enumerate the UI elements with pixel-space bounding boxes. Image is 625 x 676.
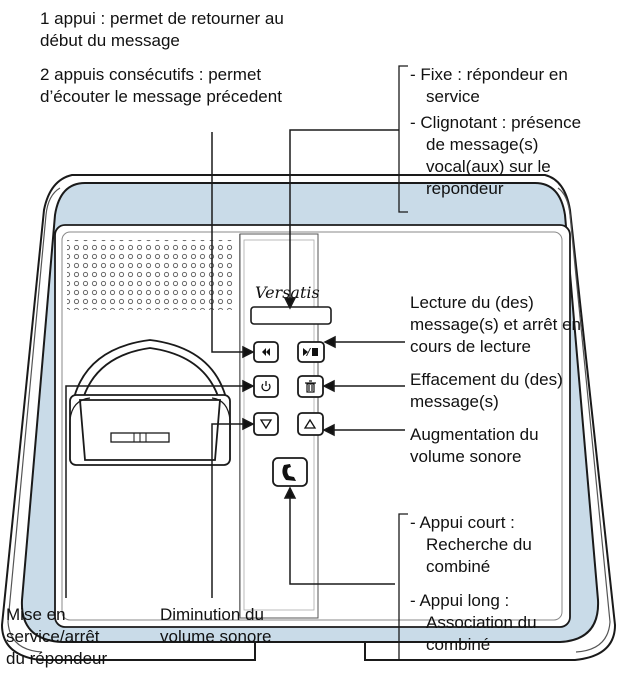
led-note-b4: répondeur [426,179,504,198]
delete-note-l1: Effacement du (des) [410,370,563,389]
volume-down-note-l1: Diminution du [160,605,264,624]
rewind-button[interactable] [253,341,279,363]
onoff-note-l3: du répondeur [6,649,108,668]
triangle-down-icon [259,419,273,430]
triangle-up-icon [303,418,317,429]
play-note-l1: Lecture du (des) [410,293,534,312]
volume-down-button[interactable] [253,412,279,436]
callout-lines [65,129,405,598]
play-note-l2: message(s) et arrêt en [410,315,582,334]
volume-down-note-l2: volume sonore [160,627,272,646]
led-note-a2: service [426,87,480,106]
top-note-line-4: d’écouter le message précedent [40,87,282,106]
play-note-l3: cours de lecture [410,337,531,356]
play-stop-icon [303,348,318,356]
speaker-grille [67,240,235,310]
top-note-line-3: 2 appuis consécutifs : permet [40,65,262,84]
led-note-b2: de message(s) [426,135,539,154]
volume-up-note-l1: Augmentation du [410,425,539,444]
onoff-note-l1: Mise en [6,605,66,624]
play-stop-button[interactable] [297,341,325,363]
led-note-b1: - Clignotant : présence [410,113,582,132]
page-note-a2: Recherche du [426,535,532,554]
delete-button[interactable] [297,375,324,398]
rewind-icon [262,348,270,356]
led-indicator [250,306,332,325]
handset-cradle [69,339,231,466]
page-handset-icon [282,464,296,481]
power-icon [261,381,271,392]
trash-icon [305,380,316,393]
page-note-a3: combiné [426,557,491,576]
power-button[interactable] [253,375,279,398]
page-note-b1: - Appui long : [410,591,510,610]
led-note-a1: - Fixe : répondeur en [410,65,568,84]
page-note-b3: combiné [426,635,491,654]
volume-up-button[interactable] [297,412,324,436]
onoff-note-l2: service/arrêt [6,627,100,646]
page-note-a1: - Appui court : [410,513,515,532]
page-note-b2: Association du [426,613,537,632]
brand-logo: Versatis [255,283,320,302]
delete-note-l2: message(s) [410,392,499,411]
led-note-b3: vocal(aux) sur le [426,157,551,176]
top-note-line-2: début du message [40,31,180,50]
top-note-line-1: 1 appui : permet de retourner au [40,9,284,28]
volume-up-note-l2: volume sonore [410,447,522,466]
page-button[interactable] [272,457,308,487]
brackets [398,65,408,661]
